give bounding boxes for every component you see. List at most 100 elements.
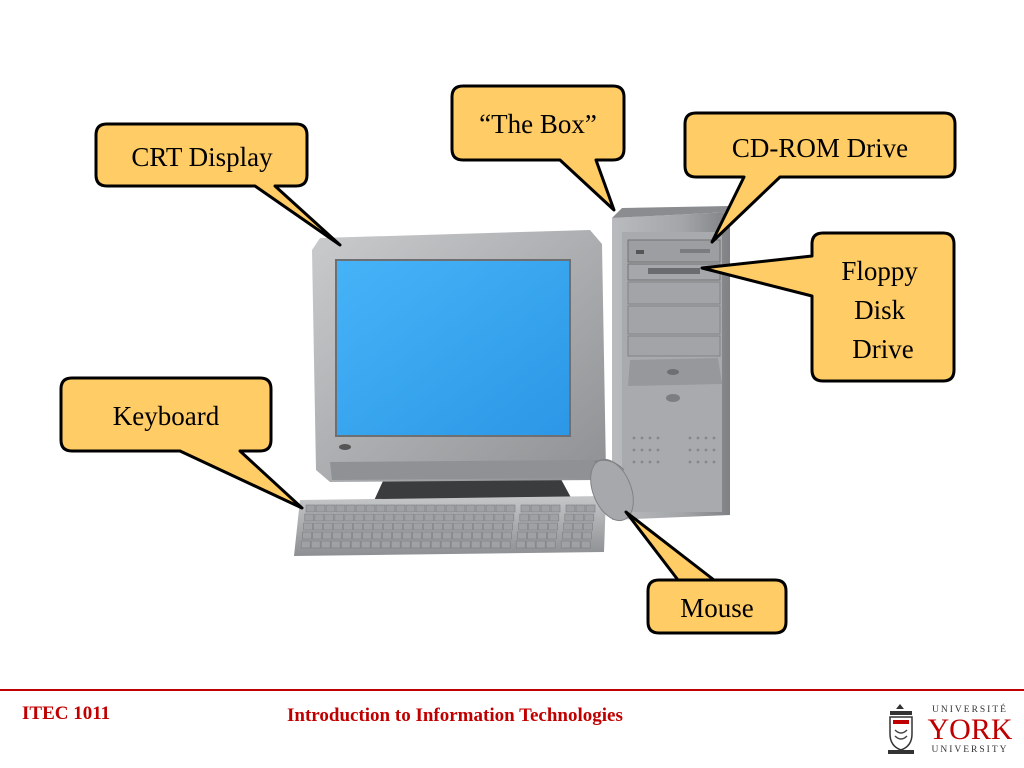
keyboard-key bbox=[565, 504, 576, 513]
keyboard-key bbox=[517, 531, 527, 540]
keyboard-key bbox=[515, 540, 526, 549]
footer-course-title: Introduction to Information Technologies bbox=[287, 705, 623, 726]
logo-top-word: UNIVERSITÉ bbox=[932, 703, 1008, 715]
keyboard-key bbox=[314, 513, 325, 522]
keyboard-key bbox=[518, 522, 528, 531]
keyboard-key bbox=[413, 522, 423, 531]
keyboard-key bbox=[373, 522, 383, 531]
keyboard-key bbox=[345, 504, 356, 513]
keyboard-key bbox=[423, 522, 433, 531]
keyboard-key bbox=[550, 504, 561, 513]
monitor-screen bbox=[335, 259, 571, 437]
keyboard-key bbox=[432, 531, 442, 540]
keyboard-key bbox=[539, 513, 550, 522]
keyboard-key bbox=[564, 513, 575, 522]
keyboard-key bbox=[462, 531, 472, 540]
keyboard-key bbox=[528, 522, 538, 531]
callout-floppy-line-2: Disk bbox=[854, 295, 906, 325]
keyboard-key bbox=[390, 540, 401, 549]
callout-the-box-label: “The Box” bbox=[479, 109, 597, 139]
keyboard-key bbox=[400, 540, 411, 549]
keyboard-key bbox=[485, 504, 496, 513]
keyboard-key bbox=[535, 540, 546, 549]
mouse-device bbox=[590, 458, 634, 522]
keyboard-key bbox=[519, 513, 530, 522]
keyboard-key bbox=[460, 540, 471, 549]
keyboard-key bbox=[343, 522, 353, 531]
keyboard-key bbox=[537, 531, 547, 540]
keyboard-key bbox=[304, 513, 315, 522]
keyboard-key bbox=[414, 513, 425, 522]
logo-main-word: YORK bbox=[927, 713, 1012, 746]
keyboard-key bbox=[424, 513, 435, 522]
callout-mouse: Mouse bbox=[624, 510, 788, 635]
keyboard-key bbox=[430, 540, 441, 549]
keyboard-key bbox=[412, 531, 422, 540]
keyboard-key bbox=[548, 522, 558, 531]
keyboard-key bbox=[492, 531, 502, 540]
keyboard-key bbox=[344, 513, 355, 522]
keyboard-key bbox=[472, 531, 482, 540]
callout-the-box: “The Box” bbox=[450, 84, 626, 212]
keyboard-key bbox=[563, 522, 573, 531]
keyboard-key bbox=[490, 540, 501, 549]
keyboard-key bbox=[305, 504, 316, 513]
keyboard-key bbox=[473, 522, 483, 531]
keyboard-key bbox=[440, 540, 451, 549]
callout-cd-rom: CD-ROM Drive bbox=[683, 111, 957, 244]
keyboard-key bbox=[313, 522, 323, 531]
keyboard-key bbox=[584, 513, 595, 522]
keyboard-key bbox=[360, 540, 371, 549]
keyboard-key bbox=[433, 522, 443, 531]
keyboard-key bbox=[320, 540, 331, 549]
keyboard-key bbox=[372, 531, 382, 540]
keyboard-key bbox=[355, 504, 366, 513]
keyboard-key bbox=[570, 540, 581, 549]
keyboard-key bbox=[495, 504, 506, 513]
keyboard-key bbox=[562, 531, 572, 540]
keyboard-key bbox=[382, 531, 392, 540]
callout-floppy: Floppy Disk Drive bbox=[700, 231, 956, 383]
keyboard-key bbox=[340, 540, 351, 549]
keyboard-key bbox=[350, 540, 361, 549]
callout-floppy-label: Floppy Disk Drive bbox=[841, 256, 924, 364]
keyboard-key bbox=[310, 540, 321, 549]
footer-divider bbox=[0, 689, 1024, 691]
keyboard-key bbox=[324, 513, 335, 522]
callout-crt-display: CRT Display bbox=[94, 122, 342, 247]
keyboard-key bbox=[527, 531, 537, 540]
crt-monitor bbox=[312, 230, 606, 505]
keyboard-device bbox=[294, 496, 606, 556]
keyboard-key bbox=[525, 540, 536, 549]
york-crest-icon bbox=[888, 704, 914, 754]
keyboard-key bbox=[353, 522, 363, 531]
keyboard-key bbox=[493, 522, 503, 531]
keyboard-key bbox=[583, 522, 593, 531]
keyboard-key bbox=[454, 513, 465, 522]
keyboard-key bbox=[370, 540, 381, 549]
keyboard-key bbox=[574, 513, 585, 522]
keyboard-key bbox=[450, 540, 461, 549]
keyboard-key bbox=[538, 522, 548, 531]
keyboard-key bbox=[463, 522, 473, 531]
keyboard-key bbox=[540, 504, 551, 513]
keyboard-key bbox=[363, 522, 373, 531]
keyboard-key bbox=[403, 522, 413, 531]
keyboard-key bbox=[422, 531, 432, 540]
keyboard-key bbox=[384, 513, 395, 522]
keyboard-key bbox=[530, 504, 541, 513]
keyboard-key bbox=[483, 522, 493, 531]
keyboard-key bbox=[585, 504, 596, 513]
keyboard-key bbox=[442, 531, 452, 540]
keyboard-key bbox=[465, 504, 476, 513]
keyboard-key bbox=[332, 531, 342, 540]
keyboard-key bbox=[435, 504, 446, 513]
logo-bottom-word: UNIVERSITY bbox=[932, 745, 1009, 755]
keyboard-key bbox=[330, 540, 341, 549]
keyboard-key bbox=[443, 522, 453, 531]
keyboard-key bbox=[500, 540, 511, 549]
keyboard-key bbox=[474, 513, 485, 522]
keyboard-key bbox=[300, 540, 311, 549]
keyboard-key bbox=[452, 531, 462, 540]
cd-rom-drive bbox=[627, 239, 721, 263]
